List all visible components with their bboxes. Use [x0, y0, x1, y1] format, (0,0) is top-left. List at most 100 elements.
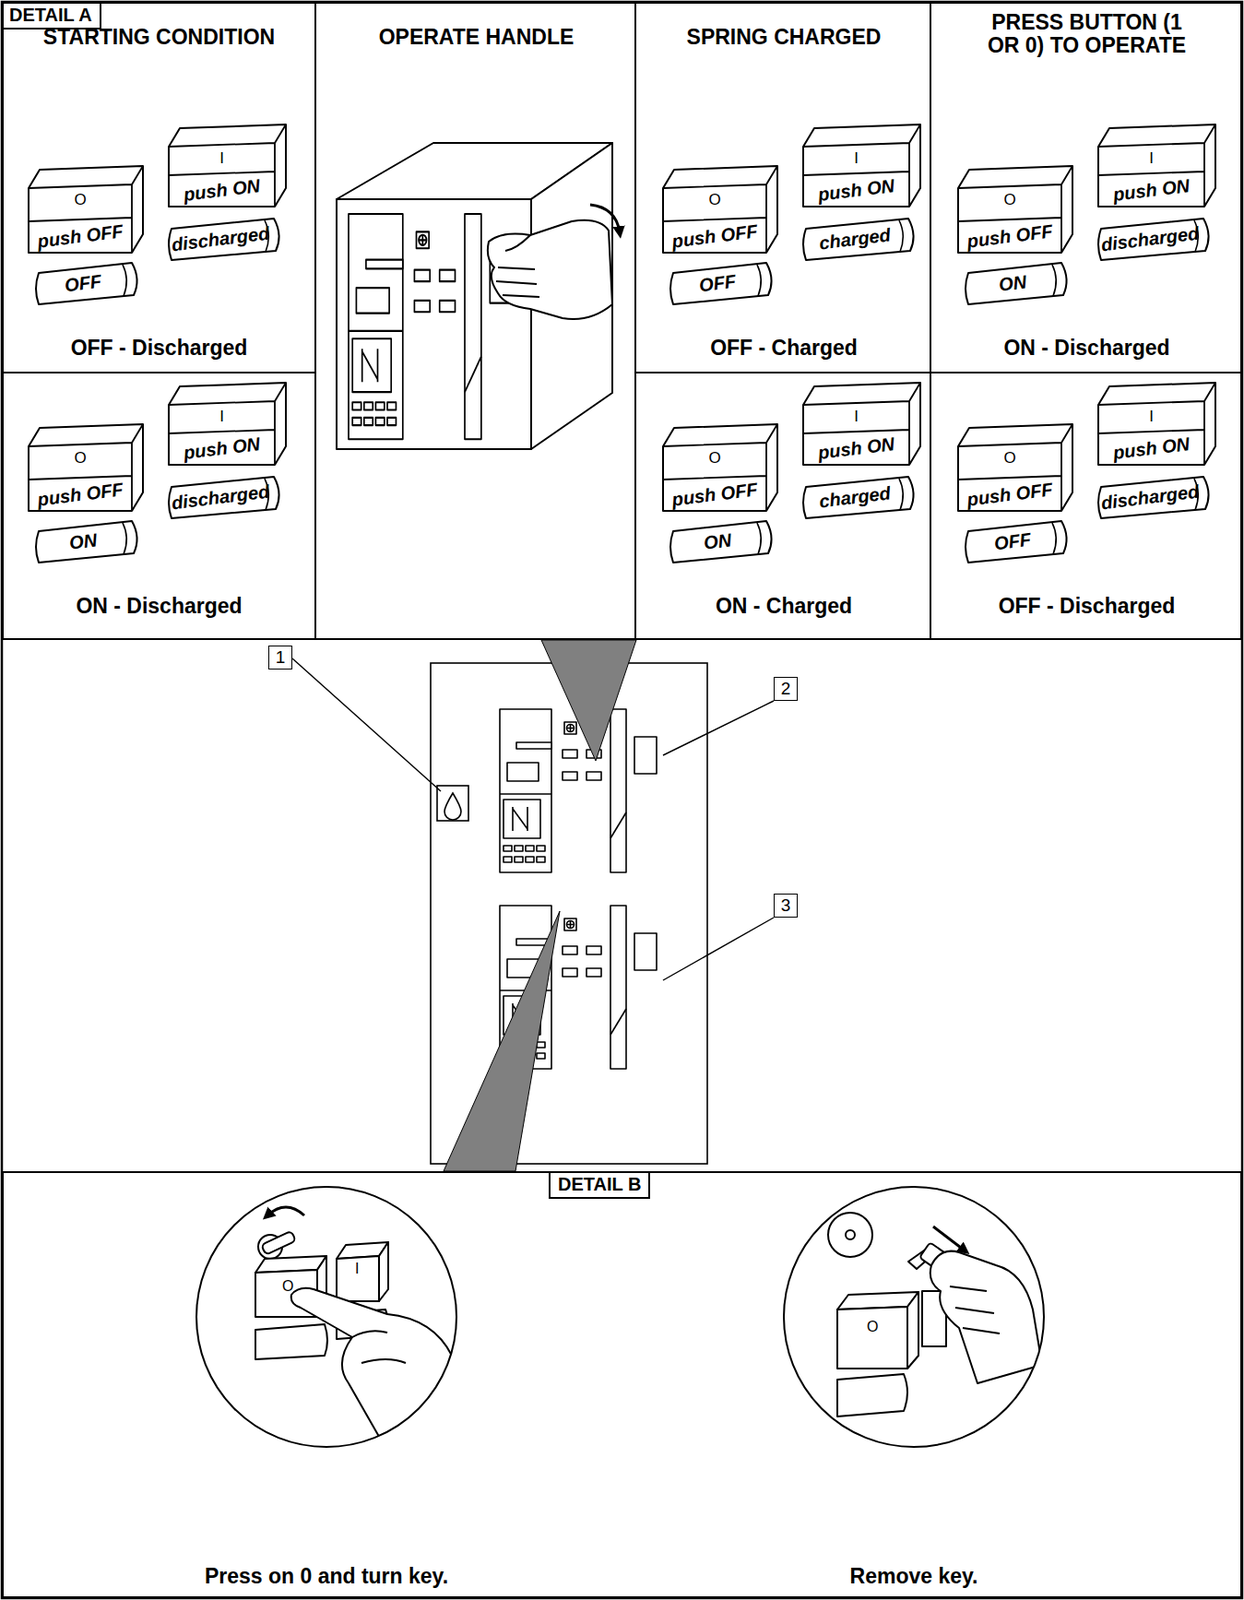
status-indicator: OFF — [35, 260, 140, 307]
button-edge — [663, 424, 778, 511]
indicator-edge — [757, 522, 761, 555]
status-indicator: discharged — [168, 215, 282, 262]
table-column: STARTING CONDITION OFF - Discharged Opush … — [1, 1, 317, 640]
button-symbol: O — [28, 190, 132, 210]
drain-icon — [437, 785, 469, 821]
button-symbol: O — [28, 449, 132, 468]
state-caption: ON - Discharged — [931, 335, 1243, 360]
button-outline — [958, 424, 1073, 511]
button-outline — [168, 124, 286, 207]
breaker-face — [499, 709, 657, 873]
state-cell: ON - Discharged Opush OFF Ipush ON ON discha… — [931, 114, 1243, 373]
detail-title: DETAIL B — [548, 1171, 651, 1199]
detail-panel: DETAIL ASTARTING CONDITIONOFF - Discharg… — [1, 1, 1243, 640]
table-column: PRESS BUTTON (1 OR 0) TO OPERATEON - Dis… — [931, 1, 1243, 640]
callout-number: 2 — [773, 676, 798, 701]
column-heading: STARTING CONDITION — [43, 25, 275, 49]
status-indicator: discharged — [1098, 473, 1211, 521]
button-edge — [958, 424, 1073, 511]
button-symbol: I — [803, 149, 910, 168]
button-symbol: O — [958, 449, 1062, 468]
button-symbol: O — [282, 1278, 294, 1295]
state-caption: ON - Discharged — [1, 593, 317, 618]
button-symbol: I — [1098, 149, 1205, 168]
indicator-label: OFF — [33, 254, 132, 312]
button-symbol: I — [803, 407, 910, 427]
push-button: Ipush ON — [1098, 124, 1216, 207]
table-column: SPRING CHARGEDOFF - ChargedOpush OFFIpus… — [636, 1, 932, 640]
indicator-label: discharged — [165, 467, 274, 526]
button-outline — [168, 382, 286, 465]
indicator-label: ON — [962, 254, 1062, 312]
state-cell: ON - DischargedOpush OFFIpush ONONdischa… — [1, 372, 317, 640]
button-symbol: O — [866, 1318, 878, 1336]
button-edge — [1098, 124, 1216, 207]
status-indicator: discharged — [168, 473, 282, 521]
push-button: Opush OFF — [663, 165, 778, 253]
status-indicator: charged — [803, 215, 916, 262]
callout-number: 3 — [773, 893, 798, 918]
indicator-label: OFF — [962, 512, 1062, 570]
button-symbol: I — [168, 407, 275, 427]
button-outline — [28, 165, 143, 253]
zoom-wedge — [443, 639, 637, 1172]
detail-circle: Remove key. — [757, 1185, 1071, 1592]
button-symbol: O — [663, 449, 767, 468]
circle-outline — [757, 1185, 1071, 1448]
state-caption: OFF - Discharged — [931, 593, 1243, 618]
push-button: Opush OFF — [28, 165, 143, 253]
indicator-edge — [122, 264, 127, 297]
indicator-label: discharged — [165, 209, 274, 268]
button-symbol: I — [355, 1260, 359, 1278]
push-button: Ipush ON — [168, 124, 286, 207]
button-edge — [168, 124, 286, 207]
button-edge — [168, 382, 286, 465]
state-cell: OFF - Discharged Opush OFF Ipush ON OFF disc… — [1, 114, 317, 373]
button-symbol: O — [663, 190, 767, 210]
indicator-edge — [899, 220, 903, 252]
indicator-label: charged — [800, 467, 909, 526]
button-outline — [28, 424, 143, 511]
push-button: Opush OFF — [958, 165, 1073, 253]
status-indicator: charged — [803, 473, 916, 521]
column-heading: SPRING CHARGED — [687, 25, 882, 49]
push-button: Opush OFF — [958, 424, 1073, 511]
push-button: Opush OFF — [663, 424, 778, 511]
leader-line — [292, 658, 774, 981]
button-outline — [803, 124, 921, 207]
breaker-panel — [430, 663, 708, 1164]
push-button: Ipush ON — [1098, 382, 1216, 465]
indicator-edge — [899, 478, 903, 510]
row-divider — [1, 371, 1243, 374]
status-indicator: ON — [35, 518, 140, 565]
button-outline — [803, 382, 921, 465]
indicator-label: OFF — [667, 254, 767, 312]
status-indicator: ON — [670, 518, 774, 565]
button-edge — [28, 424, 143, 511]
detail-circle-outline — [196, 1186, 457, 1447]
indicator-label: discharged — [1095, 467, 1204, 526]
circle-outline — [169, 1185, 484, 1448]
detail-panel: DETAIL BPress on 0 and turn key.Remove k… — [1, 1171, 1243, 1599]
step-caption: Remove key. — [757, 1563, 1071, 1588]
breaker-illustration — [336, 142, 620, 450]
key-remove-illustration — [828, 1212, 1043, 1417]
status-indicator: ON — [965, 260, 1069, 307]
state-cell: OFF - Discharged Opush OFF Ipush ON OFF disc… — [931, 372, 1243, 640]
indicator-label: discharged — [1095, 209, 1204, 268]
push-button: Ipush ON — [803, 124, 921, 207]
state-caption: OFF - Discharged — [1, 335, 317, 360]
button-edge — [28, 165, 143, 253]
indicator-edge — [757, 264, 761, 297]
indicator-edge — [1052, 522, 1056, 555]
status-indicator: OFF — [670, 260, 774, 307]
button-symbol: I — [1098, 407, 1205, 427]
indicator-label: charged — [800, 209, 909, 268]
state-caption: ON - Charged — [636, 593, 932, 618]
callout-number: 1 — [268, 645, 293, 670]
table-column: OPERATE HANDLE — [316, 1, 637, 640]
status-indicator: discharged — [1098, 215, 1211, 262]
detail-circle-outline — [783, 1186, 1044, 1447]
